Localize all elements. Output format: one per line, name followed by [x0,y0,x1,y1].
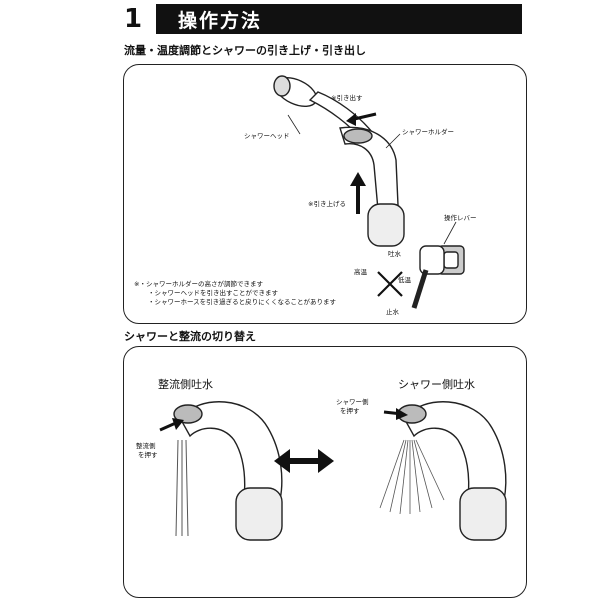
title-bar: 操作方法 [156,4,522,34]
right-label-2: を押す [340,407,360,415]
label-pull-out: ※引き出す [331,94,363,102]
right-title: シャワー側吐水 [398,378,475,391]
label-low-temp: 低温 [398,276,411,284]
label-operation-lever: 操作レバー [444,214,477,222]
note-1: ※・シャワーホルダーの高さが調節できます [134,280,263,288]
switch-double-arrow [274,449,334,473]
section2-heading: シャワーと整流の切り替え [124,330,256,343]
page-title: 操作方法 [178,10,263,32]
right-faucet-illustration [397,401,507,541]
section-number: 1 [124,4,143,34]
label-pull-up: ※引き上げる [308,200,346,208]
label-spout: 吐水 [388,250,401,258]
right-label-1: シャワー側 [336,398,369,406]
panel-switching [123,346,527,598]
label-high-temp: 高温 [354,268,367,276]
shower-spray-illustration [379,439,445,515]
direction-arrows [377,271,403,297]
note-2: ・シャワーヘッドを引き出すことができます [148,289,278,297]
section1-heading: 流量・温度調節とシャワーの引き上げ・引き出し [124,44,366,57]
shower-holder-illustration [339,126,405,247]
left-label-1: 整流側 [136,442,156,450]
label-shower-head: シャワーヘッド [244,132,290,140]
note-3: ・シャワーホースを引き過ぎると戻りにくくなることがあります [148,298,337,306]
operation-lever-illustration [411,245,465,309]
shower-head-illustration [273,75,373,141]
left-title: 整流側吐水 [158,378,213,391]
left-label-2: を押す [138,451,158,459]
label-stop: 止水 [386,308,399,316]
label-shower-holder: シャワーホルダー [402,128,454,136]
left-faucet-illustration [173,401,283,541]
